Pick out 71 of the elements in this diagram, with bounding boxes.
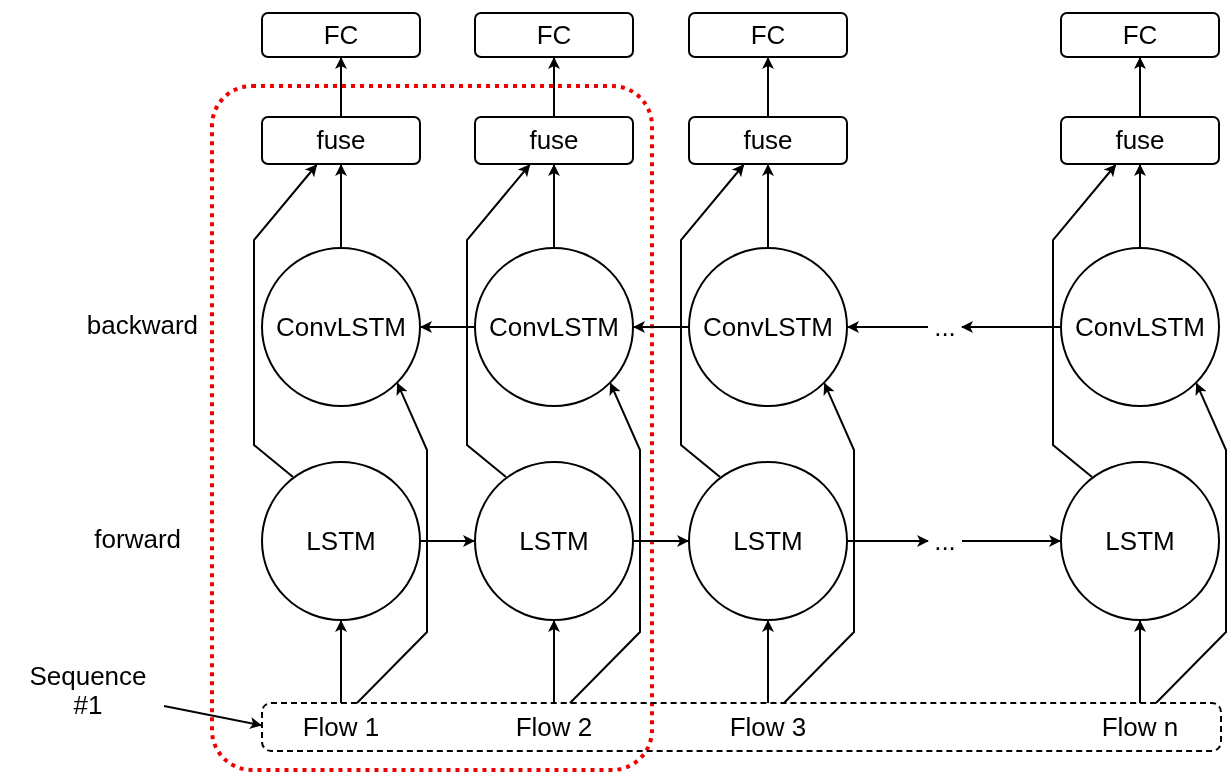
node-label: ConvLSTM (702, 312, 833, 342)
node-label: ConvLSTM (275, 312, 406, 342)
process-box (474, 116, 634, 165)
node-label: fuse (316, 126, 366, 155)
node-label: fuse (529, 126, 579, 155)
circle-node (261, 461, 421, 621)
circle-node (688, 247, 848, 407)
circle-node (474, 461, 634, 621)
arrow (762, 620, 774, 704)
process-box (1060, 12, 1220, 58)
flow-label: Flow 1 (286, 703, 396, 751)
circle-node (1060, 461, 1220, 621)
process-box (688, 12, 848, 58)
arrow (633, 321, 689, 333)
arrow (548, 620, 560, 704)
arrow (633, 535, 689, 547)
arrow (548, 164, 560, 248)
arrow (466, 164, 531, 478)
node-label: FC (323, 20, 359, 50)
arrow (335, 57, 347, 117)
dashed-box (261, 702, 1222, 752)
process-box (1060, 116, 1220, 165)
node-label: FC (750, 20, 786, 50)
node-label: fuse (743, 126, 793, 155)
arrow (163, 704, 262, 729)
arrow (762, 164, 774, 248)
arrow (335, 164, 347, 248)
ellipsis-text: ... (928, 314, 962, 340)
row-label: backward (85, 310, 198, 341)
arrow (253, 164, 318, 478)
arrow (783, 382, 855, 704)
arrow (847, 321, 929, 333)
node-label: LSTM (733, 526, 803, 556)
circle-node (688, 461, 848, 621)
arrow (1134, 164, 1146, 248)
process-box (474, 12, 634, 58)
arrow (847, 535, 929, 547)
arrow (1134, 57, 1146, 117)
arrow (335, 620, 347, 704)
node-label: FC (536, 20, 572, 50)
node-label: fuse (1115, 126, 1165, 155)
node-label: LSTM (1105, 526, 1175, 556)
arrow (961, 535, 1061, 547)
node-label: LSTM (306, 526, 376, 556)
arrow (548, 57, 560, 117)
arrow (356, 382, 428, 704)
row-label: forward (93, 524, 181, 555)
arrow (420, 535, 475, 547)
process-box (261, 116, 421, 165)
ellipsis-text: ... (928, 528, 962, 554)
circle-node (474, 247, 634, 407)
circle-node (261, 247, 421, 407)
node-label: ConvLSTM (1074, 312, 1205, 342)
circle-node (1060, 247, 1220, 407)
arrow (1052, 164, 1117, 478)
arrow (762, 57, 774, 117)
flow-label: Flow 2 (499, 703, 609, 751)
flow-label: Flow 3 (713, 703, 823, 751)
process-box (261, 12, 421, 58)
arrow (1134, 620, 1146, 704)
node-label: LSTM (519, 526, 589, 556)
arrow (569, 382, 641, 704)
process-box (688, 116, 848, 165)
arrow (961, 321, 1061, 333)
flow-label: Flow n (1085, 703, 1195, 751)
arrow (1155, 382, 1227, 704)
arrow (680, 164, 745, 478)
sequence-label: Sequence #1 (12, 664, 164, 718)
arrow (420, 321, 475, 333)
node-label: ConvLSTM (488, 312, 619, 342)
node-label: FC (1122, 20, 1158, 50)
